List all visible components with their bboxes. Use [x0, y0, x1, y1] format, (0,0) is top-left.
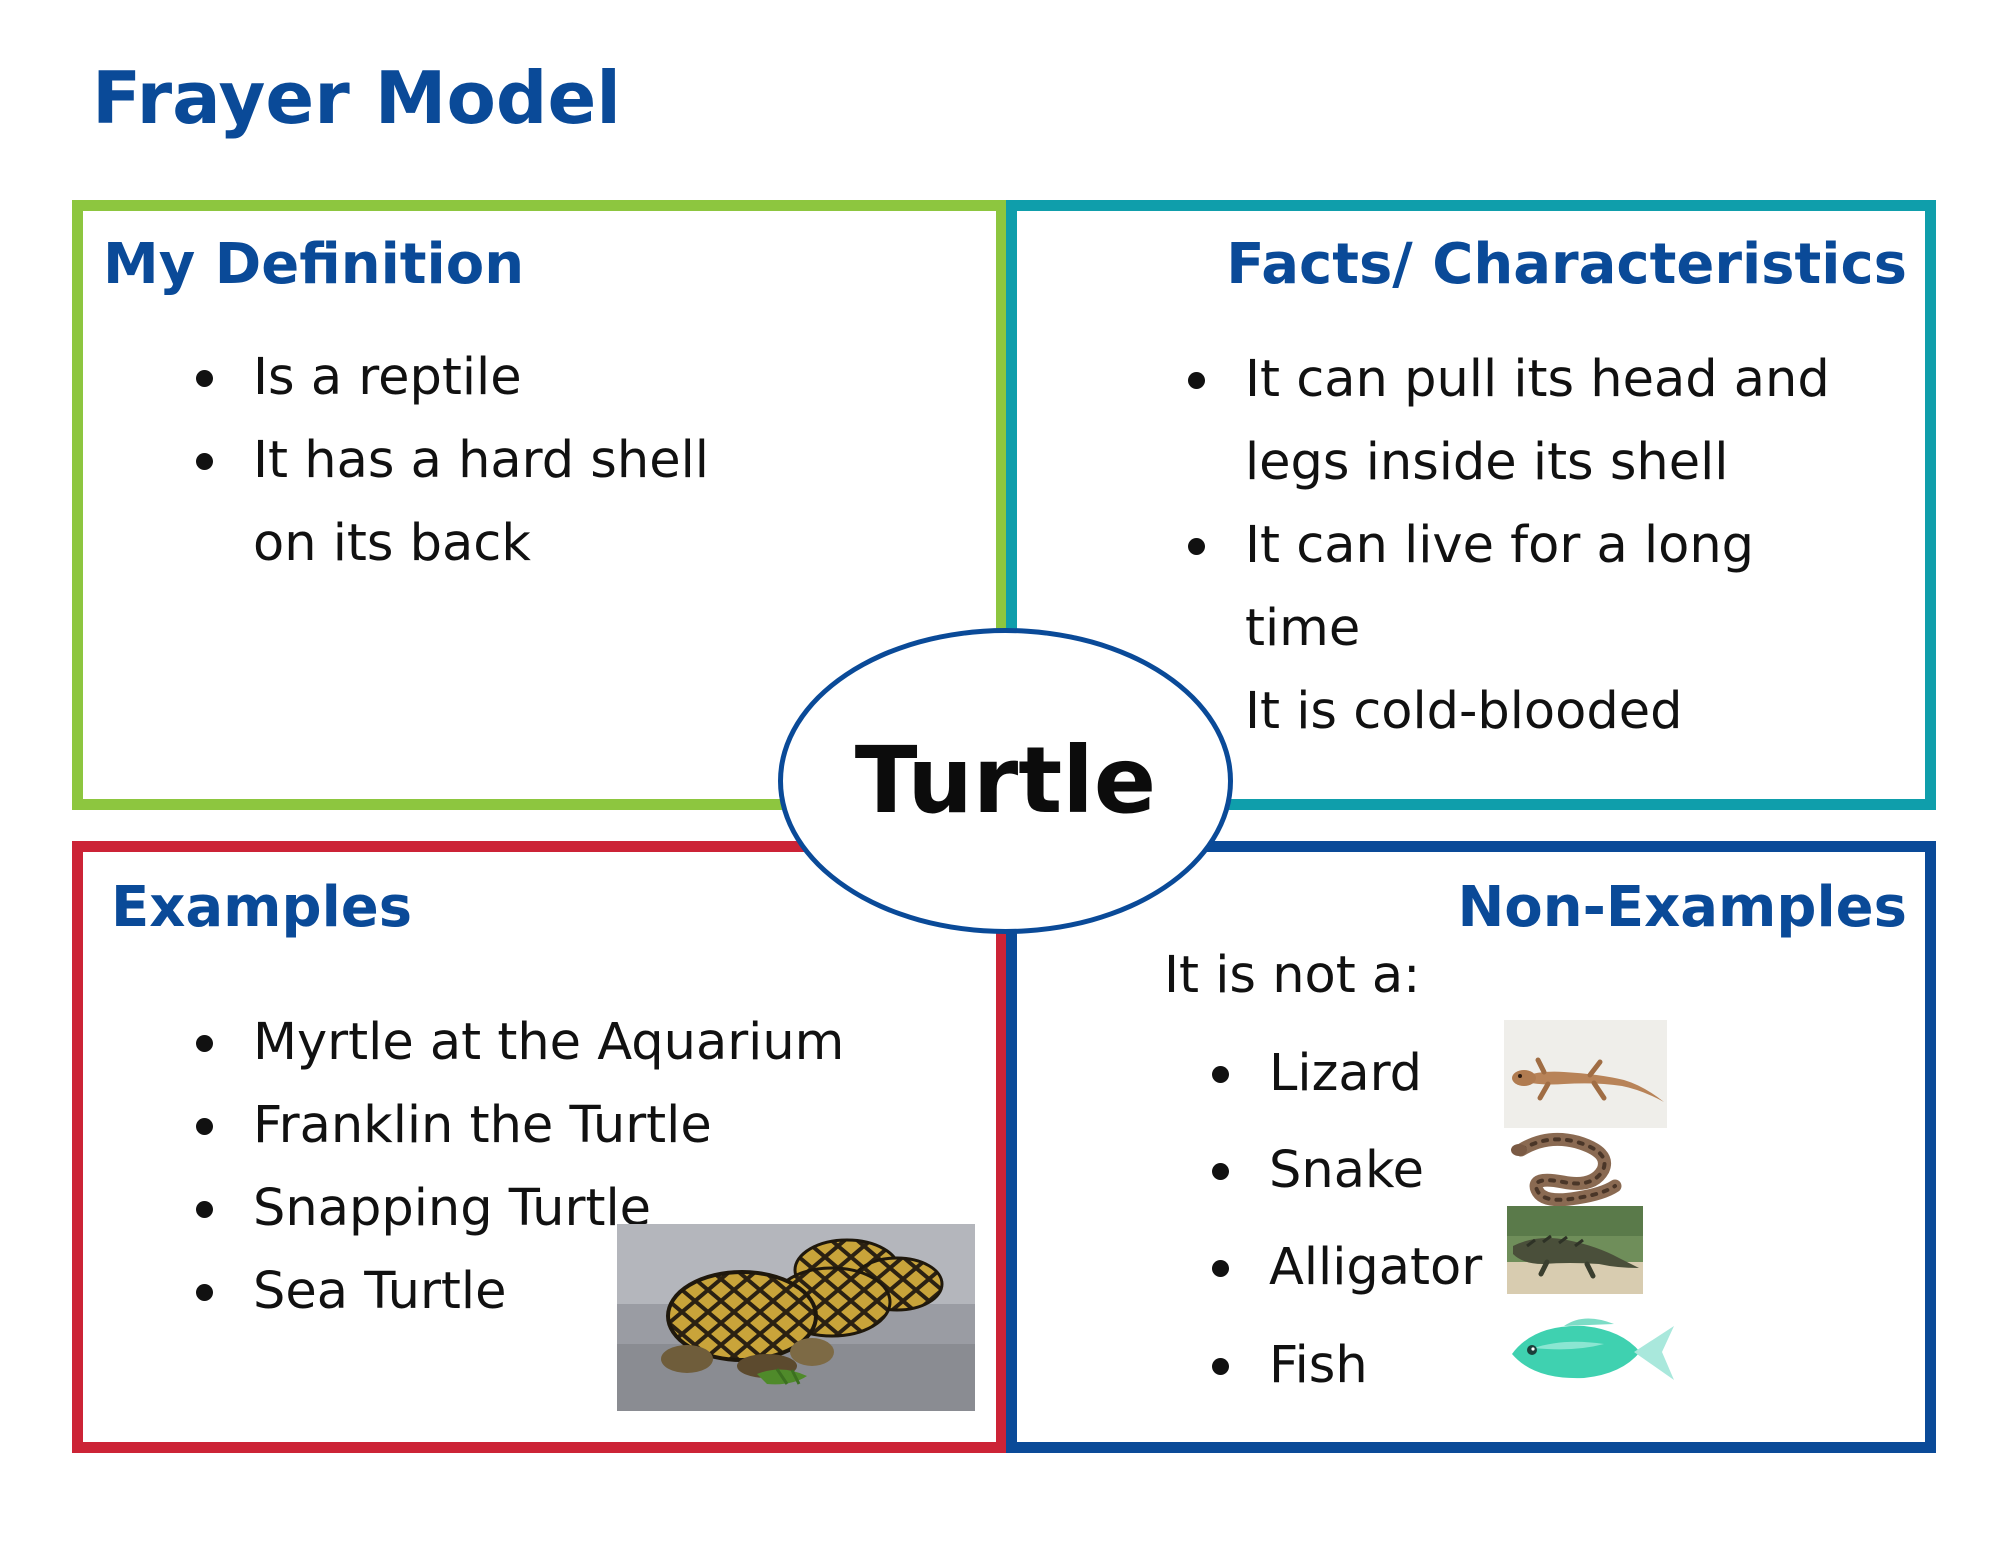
- lizard-photo: [1504, 1020, 1667, 1128]
- non-examples-quadrant: Non-Examples It is not a: Lizard Snake A…: [1006, 841, 1936, 1453]
- non-examples-lead: It is not a:: [1164, 946, 1421, 1005]
- facts-item: It can pull its head and legs inside its…: [1188, 338, 1868, 504]
- facts-heading: Facts/ Characteristics: [1226, 232, 1907, 297]
- definition-list: Is a reptile It has a hard shell on its …: [196, 336, 756, 585]
- alligator-photo: [1507, 1206, 1643, 1294]
- non-example-item: Alligator: [1212, 1242, 1482, 1293]
- definition-item: It has a hard shell on its back: [196, 419, 756, 585]
- page-title: Frayer Model: [92, 56, 621, 140]
- facts-item: It is cold-blooded: [1188, 670, 1868, 753]
- definition-item: Is a reptile: [196, 336, 756, 419]
- definition-quadrant: My Definition Is a reptile It has a hard…: [72, 200, 1007, 810]
- snake-photo: [1507, 1128, 1629, 1208]
- facts-quadrant: Facts/ Characteristics It can pull its h…: [1006, 200, 1936, 810]
- facts-list: It can pull its head and legs inside its…: [1188, 338, 1868, 753]
- examples-item: Sea Turtle: [196, 1250, 916, 1333]
- center-word: Turtle: [854, 727, 1157, 834]
- examples-item: Myrtle at the Aquarium: [196, 1001, 916, 1084]
- fish-photo: [1504, 1308, 1679, 1395]
- examples-heading: Examples: [111, 875, 413, 940]
- non-example-item: Lizard: [1212, 1048, 1422, 1099]
- examples-quadrant: Examples Myrtle at the Aquarium Franklin…: [72, 841, 1007, 1453]
- examples-list: Myrtle at the Aquarium Franklin the Turt…: [196, 1001, 916, 1333]
- non-example-item: Snake: [1212, 1145, 1424, 1196]
- examples-item: Snapping Turtle: [196, 1167, 916, 1250]
- non-example-item: Fish: [1212, 1340, 1368, 1391]
- facts-item: It can live for a long time: [1188, 504, 1868, 670]
- center-oval: Turtle: [778, 628, 1233, 934]
- definition-heading: My Definition: [103, 232, 525, 297]
- tortoise-photo: [617, 1224, 975, 1411]
- examples-item: Franklin the Turtle: [196, 1084, 916, 1167]
- non-examples-heading: Non-Examples: [1457, 875, 1907, 940]
